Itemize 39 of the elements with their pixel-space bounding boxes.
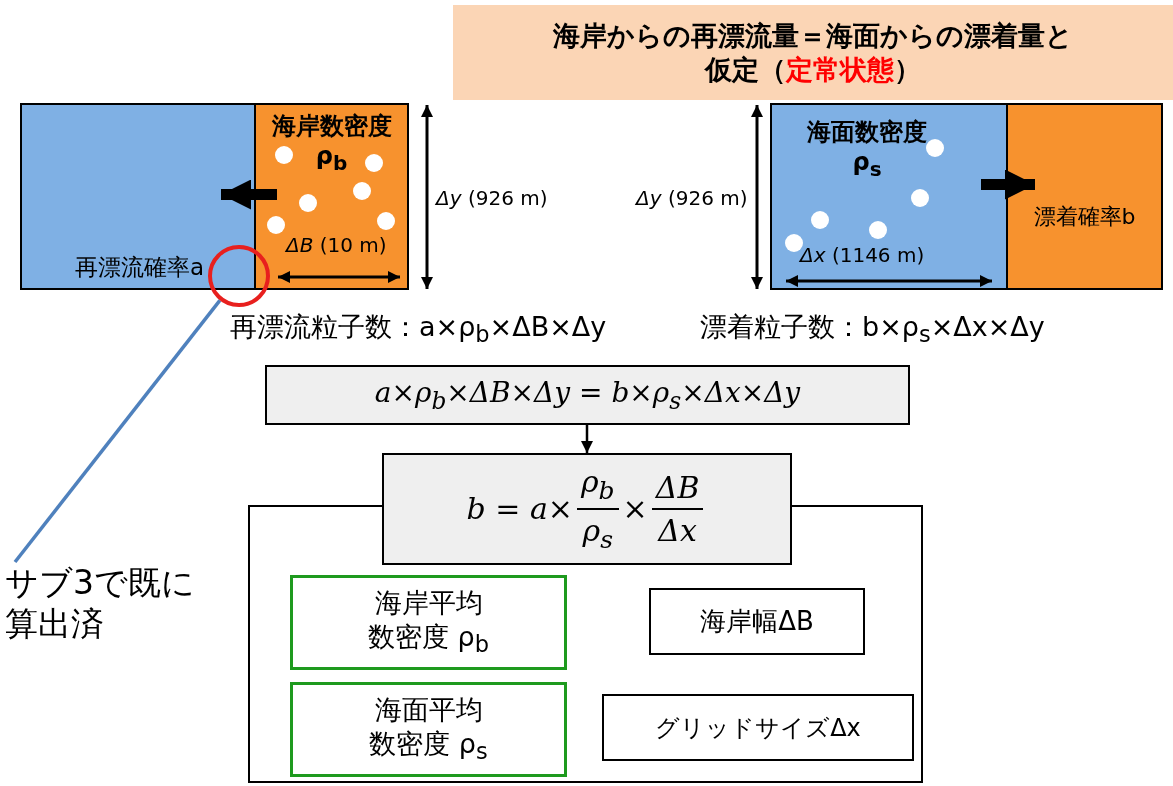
numerator: ρ$_{b}$ xyxy=(576,462,619,510)
leader-line xyxy=(13,299,222,564)
label-text: グリッドサイズΔx xyxy=(655,712,861,743)
dimension-label: Δx (1146 m) xyxy=(800,243,925,268)
heading-text: 海岸数密度 ρ$_{b}$ xyxy=(270,111,393,176)
arrow xyxy=(981,169,1035,200)
sea-area xyxy=(770,103,1008,290)
arrow xyxy=(221,179,277,210)
arrow xyxy=(581,425,593,453)
input-box xyxy=(649,588,865,655)
denominator: Δx xyxy=(656,512,698,550)
equation-text: b = a× xyxy=(466,490,573,528)
denominator: ρ$_{s}$ xyxy=(581,512,614,556)
sea-area xyxy=(20,103,256,290)
label-text: 再漂流確率a xyxy=(74,253,204,282)
equation-text: × xyxy=(622,490,648,528)
input-box xyxy=(290,682,567,777)
heading-text: 海面数密度ρ$_{s}$ xyxy=(806,117,928,182)
input-box xyxy=(602,694,914,761)
equation-text: a×ρ$_{b}$×ΔB×Δy = b×ρ$_{s}$×Δx×Δy xyxy=(374,374,801,416)
note-banner xyxy=(453,5,1173,100)
label-text: 海岸平均数密度 ρ$_{b}$ xyxy=(367,586,490,659)
beach-area xyxy=(1006,103,1163,290)
equation-box xyxy=(265,365,910,425)
highlight-circle xyxy=(208,245,270,307)
numerator: ΔB xyxy=(651,468,704,510)
dimension-label: Δy (926 m) xyxy=(636,186,748,211)
beach-area xyxy=(254,103,409,290)
label-text: 海面平均数密度 ρ$_{s}$ xyxy=(368,693,489,766)
note-text: 海岸からの再漂流量＝海面からの漂着量と仮定（定常状態） xyxy=(553,18,1073,87)
formula-label: 再漂流粒子数：a×ρ$_{b}$×ΔB×Δy xyxy=(230,310,607,349)
equation-box xyxy=(382,453,792,565)
input-box xyxy=(290,575,567,670)
label-text: 漂着確率b xyxy=(1033,202,1136,231)
formula-label: 漂着粒子数：b×ρ$_{s}$×Δx×Δy xyxy=(700,310,1045,349)
dimension-label: ΔB (10 m) xyxy=(286,233,387,258)
callout-text: サブ3で既に算出済 xyxy=(5,562,205,672)
label-text: 海岸幅ΔB xyxy=(700,605,814,638)
dimension-label: Δy (926 m) xyxy=(436,186,548,211)
